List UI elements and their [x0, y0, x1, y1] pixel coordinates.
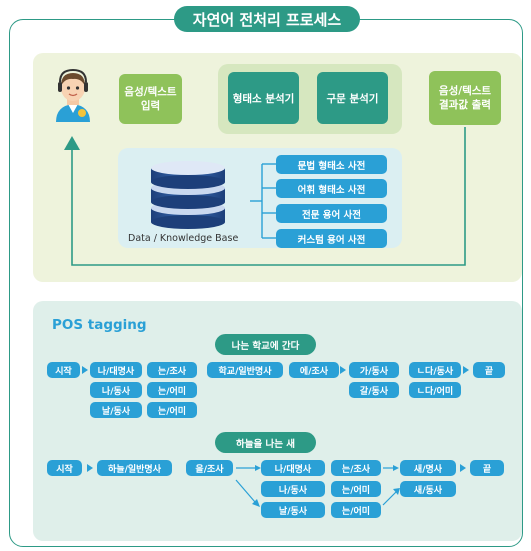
ex1-token: 갈/동사: [349, 382, 399, 398]
ex2-token: 새/동사: [400, 481, 456, 497]
ex2-token: 새/명사: [400, 460, 456, 476]
input-box: 음성/텍스트 입력: [119, 74, 182, 124]
syntax-analyzer-box: 구문 분석기: [317, 72, 388, 124]
ex1-end: 끝: [473, 362, 505, 378]
ex1-token: ㄴ다/동사: [409, 362, 461, 378]
ex2-start: 시작: [47, 460, 82, 476]
ex1-token: 는/어미: [147, 402, 197, 418]
example2-sentence: 하늘을 나는 새: [215, 432, 316, 453]
arrow-icon: [340, 366, 346, 374]
pos-heading: POS tagging: [52, 317, 147, 333]
output-box: 음성/텍스트 결과값 출력: [429, 71, 501, 125]
ex1-token: 가/동사: [349, 362, 399, 378]
ex1-token: 나/대명사: [90, 362, 142, 378]
ex1-token: 날/동사: [90, 402, 142, 418]
arrow-icon: [463, 366, 469, 374]
dictionary-item: 전문 용어 사전: [276, 204, 387, 223]
database-label: Data / Knowledge Base: [128, 233, 239, 244]
ex1-token: 는/어미: [147, 382, 197, 398]
ex1-token: 에/조사: [289, 362, 339, 378]
dictionary-item: 커스텀 용어 사전: [276, 229, 387, 248]
diagram-title: 자연어 전처리 프로세스: [174, 6, 360, 32]
ex1-token: 학교/일반명사: [207, 362, 283, 378]
ex1-token: ㄴ다/어미: [409, 382, 461, 398]
ex2-end: 끝: [470, 460, 504, 476]
ex2-token: 하늘/일반명사: [97, 460, 172, 476]
morph-analyzer-box: 형태소 분석기: [228, 72, 299, 124]
arrow-icon: [82, 366, 88, 374]
user-avatar-icon: [56, 68, 90, 122]
ex1-start: 시작: [47, 362, 80, 378]
arrow-icon: [460, 464, 466, 472]
ex2-token: 나/동사: [261, 481, 325, 497]
ex2-token: 나/대명사: [261, 460, 325, 476]
dictionary-item: 문법 형태소 사전: [276, 155, 387, 174]
ex2-token: 는/어미: [331, 481, 381, 497]
dictionary-item: 어휘 형태소 사전: [276, 179, 387, 198]
ex2-token: 을/조사: [186, 460, 233, 476]
example1-sentence: 나는 학교에 간다: [215, 334, 316, 355]
ex1-token: 는/조사: [147, 362, 197, 378]
ex2-token: 는/어미: [331, 502, 381, 518]
database-icon: [151, 161, 225, 229]
ex1-token: 나/동사: [90, 382, 142, 398]
ex2-token: 날/동사: [261, 502, 325, 518]
ex2-token: 는/조사: [331, 460, 381, 476]
arrow-icon: [87, 464, 93, 472]
